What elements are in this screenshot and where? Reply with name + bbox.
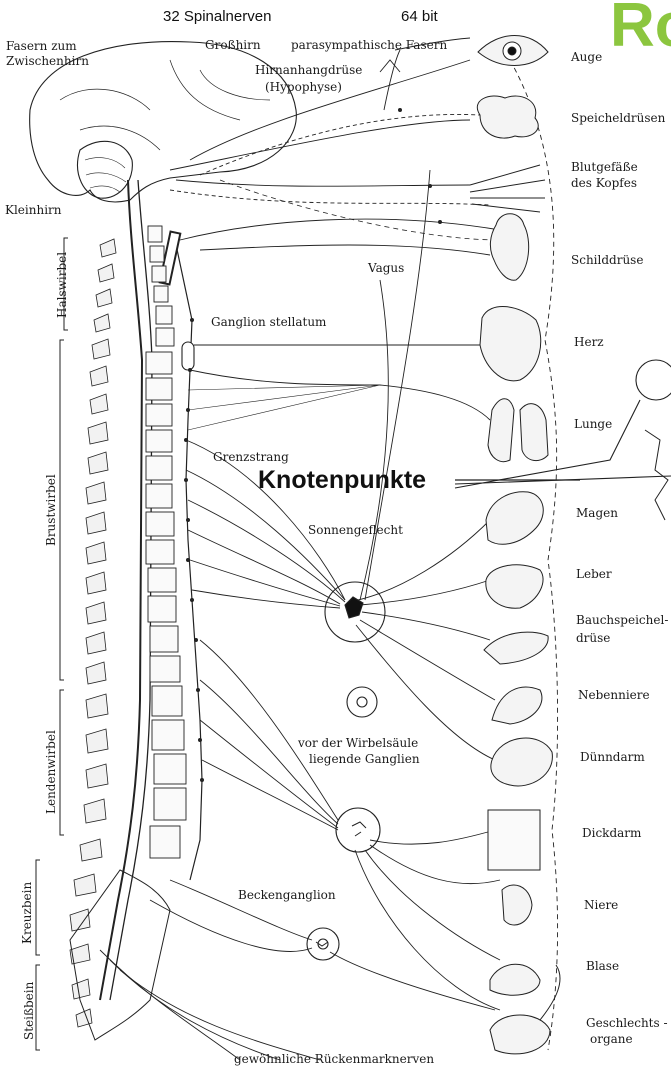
organ-label-geschlechts: Geschlechts - <box>586 1017 668 1031</box>
organ-label-lunge: Lunge <box>574 418 612 432</box>
organ-label-herz: Herz <box>574 336 604 350</box>
label-vagus: Vagus <box>368 262 404 276</box>
organ-label-blutgefaesse: Blutgefäße <box>571 161 638 175</box>
label-ganglion-stellatum: Ganglion stellatum <box>211 316 326 330</box>
organ-label-speicheldruesen: Speicheldrüsen <box>571 112 665 126</box>
header-bits: 64 bit <box>401 8 438 25</box>
label-liegende-ganglien: liegende Ganglien <box>309 753 420 767</box>
organ-label-bauchspeichel: Bauchspeichel- <box>576 614 668 628</box>
label-parasympathetic: parasympathische Fasern <box>291 39 447 53</box>
organ-label-leber: Leber <box>576 568 612 582</box>
label-grosshirn: Großhirn <box>205 39 261 53</box>
organ-label-dickdarm: Dickdarm <box>582 827 641 841</box>
organ-label-des-kopfes: des Kopfes <box>571 177 637 191</box>
organ-label-blase: Blase <box>586 960 619 974</box>
label-brustwirbel: Brustwirbel <box>44 474 58 546</box>
label-grenzstrang: Grenzstrang <box>213 451 289 465</box>
label-steissbein: Steißbein <box>22 982 36 1040</box>
organ-label-organe: organe <box>590 1033 633 1047</box>
label-hypophyse: (Hypophyse) <box>265 81 342 95</box>
label-kleinhirn: Kleinhirn <box>5 204 62 218</box>
knotenpunkte-label: Knotenpunkte <box>258 466 426 495</box>
label-rueckenmarknerven: gewöhnliche Rückenmarknerven <box>234 1053 434 1067</box>
organ-label-nebenniere: Nebenniere <box>578 689 650 703</box>
label-lendenwirbel: Lendenwirbel <box>44 730 58 814</box>
organ-label-duenndarm: Dünndarm <box>580 751 645 765</box>
label-halswirbel: Halswirbel <box>55 252 69 318</box>
organ-label-schilddruese: Schilddrüse <box>571 254 643 268</box>
label-fasern: Fasern zum <box>6 40 77 54</box>
organ-label-auge: Auge <box>571 51 602 65</box>
organ-label-magen: Magen <box>576 507 618 521</box>
organ-label-niere: Niere <box>584 899 618 913</box>
organ-label-druese: drüse <box>576 632 610 646</box>
cerebellum <box>78 141 133 198</box>
label-zwischenhirn: Zwischenhirn <box>6 55 89 69</box>
label-beckenganglion: Beckenganglion <box>238 889 336 903</box>
corner-title-fragment: Ro <box>610 0 671 61</box>
label-hirnanhangdruese: Hirnanhangdrüse <box>255 64 362 78</box>
label-kreuzbein: Kreuzbein <box>20 882 34 944</box>
label-vor-der-wirbelsaeule: vor der Wirbelsäule <box>298 737 418 751</box>
label-sonnengeflecht: Sonnengeflecht <box>308 524 403 538</box>
header-spinal-nerves: 32 Spinalnerven <box>163 8 271 25</box>
